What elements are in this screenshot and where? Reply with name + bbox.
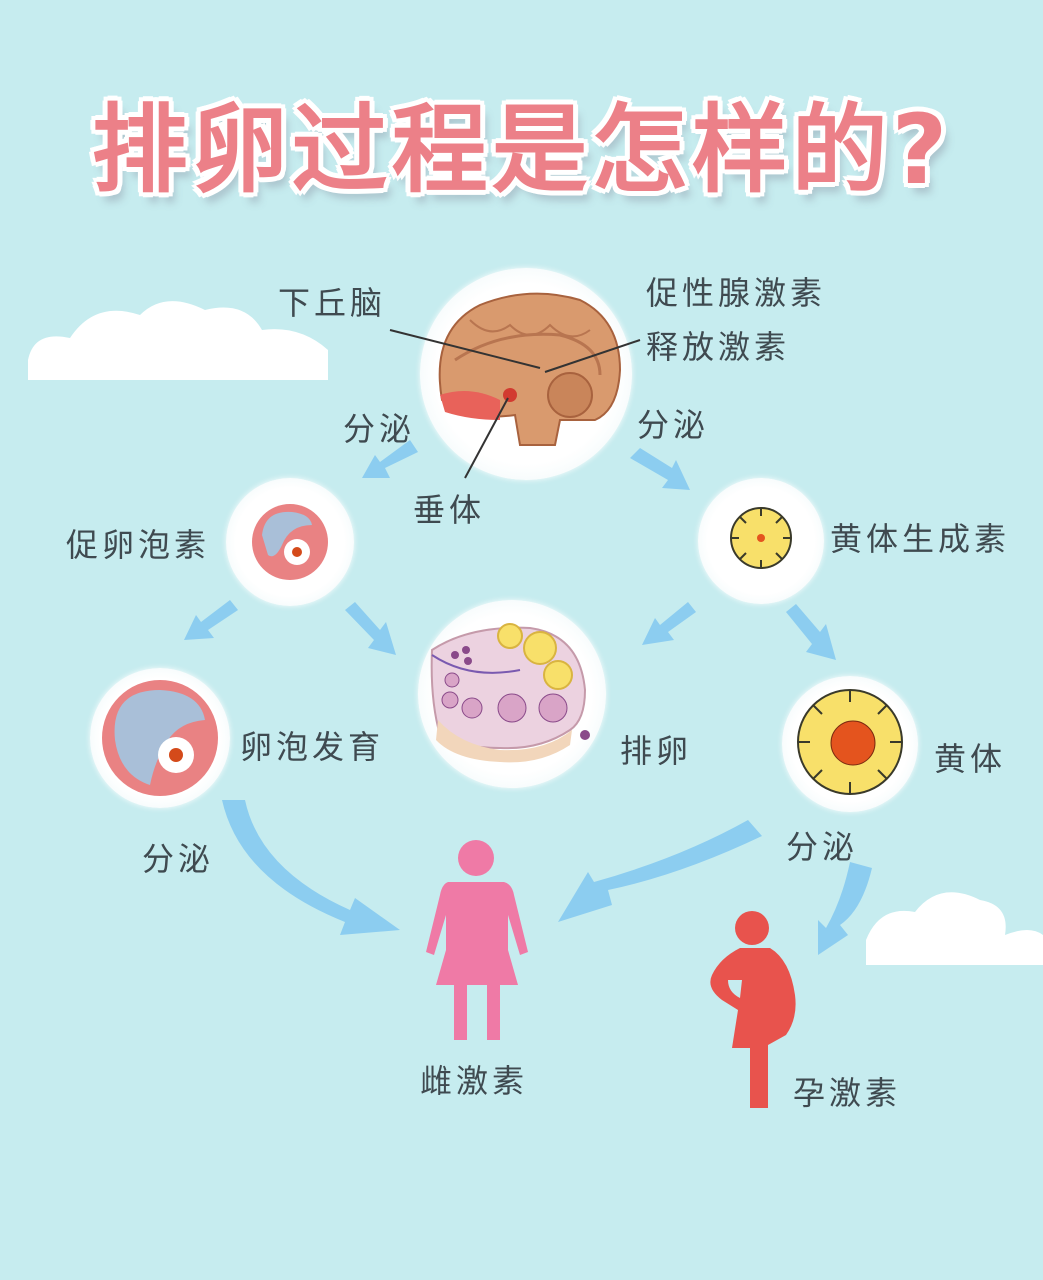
label-corpus-luteum: 黄体 bbox=[934, 740, 1007, 778]
brain-icon bbox=[389, 292, 641, 479]
arrow-fsh-to-follicle-icon bbox=[184, 600, 238, 640]
arrow-lh-to-luteum-icon bbox=[786, 604, 836, 660]
arrow-luteum-to-estrogen-icon bbox=[558, 820, 762, 922]
arrow-fsh-to-ovulation-icon bbox=[345, 602, 396, 655]
developing-follicle-icon bbox=[102, 680, 218, 796]
cloud-left-icon bbox=[28, 301, 328, 380]
cloud-right-icon bbox=[866, 892, 1043, 965]
fsh-follicle-icon bbox=[252, 504, 328, 580]
arrow-brain-to-lh-icon bbox=[630, 448, 690, 490]
label-pituitary: 垂体 bbox=[413, 491, 486, 529]
label-estrogen: 雌激素 bbox=[420, 1062, 529, 1100]
page-title: 排卵过程是怎样的? bbox=[91, 94, 952, 206]
corpus-luteum-icon bbox=[797, 689, 903, 795]
label-lh: 黄体生成素 bbox=[830, 520, 1011, 558]
arrow-luteum-to-progesterone-icon bbox=[818, 862, 872, 955]
label-fsh: 促卵泡素 bbox=[66, 526, 211, 564]
ovary-icon bbox=[430, 623, 590, 763]
label-progesterone: 孕激素 bbox=[793, 1074, 902, 1112]
pregnant-figure-icon bbox=[710, 911, 796, 1108]
label-follicle-development: 卵泡发育 bbox=[240, 728, 385, 766]
label-gnrh-line1: 促性腺激素 bbox=[646, 274, 827, 312]
label-gnrh-line2: 释放激素 bbox=[646, 328, 791, 366]
female-figure-icon bbox=[426, 840, 528, 1040]
label-secrete-luteum: 分泌 bbox=[786, 828, 859, 866]
arrow-lh-to-ovulation-icon bbox=[642, 602, 696, 645]
arrow-follicle-to-estrogen-icon bbox=[222, 800, 400, 935]
arrows bbox=[184, 440, 872, 955]
label-ovulation: 排卵 bbox=[620, 732, 693, 770]
arrow-brain-to-fsh-icon bbox=[362, 440, 418, 478]
label-secrete-left: 分泌 bbox=[343, 410, 416, 448]
label-secrete-right: 分泌 bbox=[637, 406, 710, 444]
lh-luteum-icon bbox=[730, 507, 792, 569]
label-hypothalamus: 下丘脑 bbox=[278, 284, 387, 322]
label-secrete-follicle: 分泌 bbox=[142, 840, 215, 878]
